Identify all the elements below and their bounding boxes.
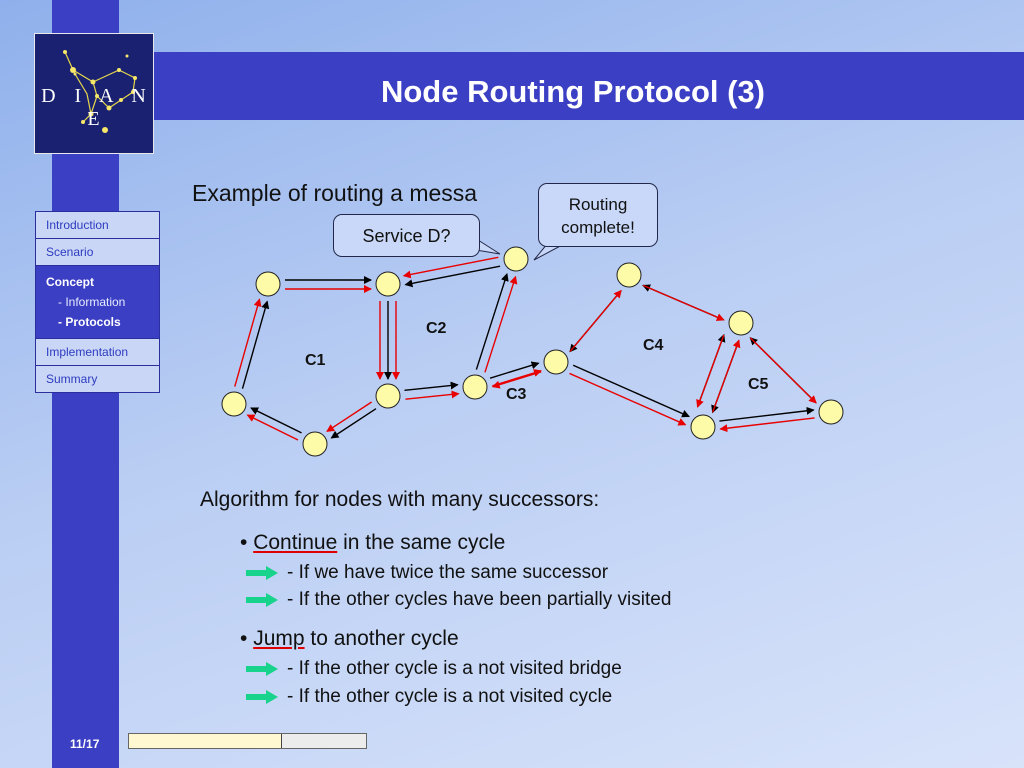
hop-arrow	[642, 284, 725, 321]
node-c5-right	[818, 399, 844, 425]
node-c2-bottom	[375, 383, 401, 409]
link-arrow	[330, 408, 377, 439]
right-arrow-icon	[246, 565, 278, 580]
link-arrow	[489, 361, 540, 379]
node-c5-bottom	[690, 414, 716, 440]
right-arrow-icon	[246, 592, 278, 607]
algorithm-title: Algorithm for nodes with many successors…	[200, 488, 600, 511]
hop-arrow	[234, 298, 262, 387]
link-arrow	[475, 273, 509, 370]
nav-item-concept[interactable]: Concept - Information - Protocols	[36, 266, 159, 339]
cycle-label-c2: C2	[426, 320, 447, 337]
section-nav: Introduction Scenario Concept - Informat…	[35, 211, 160, 393]
bullet-marker: •	[240, 627, 248, 650]
node-target	[503, 246, 529, 272]
hop-arrow	[569, 372, 687, 426]
hop-arrow	[492, 369, 542, 387]
rule-text: - If the other cycle is a not visited cy…	[287, 686, 613, 707]
nav-item-implementation[interactable]: Implementation	[36, 339, 159, 366]
hop-arrow	[711, 339, 741, 413]
hop-arrow	[569, 289, 622, 352]
link-arrow	[404, 265, 501, 288]
slide-progress-bar	[128, 733, 367, 749]
hop-arrow	[749, 337, 817, 404]
bullet-text: in the same cycle	[337, 531, 506, 554]
node-c2-top	[375, 271, 401, 297]
hop-arrow	[405, 390, 460, 400]
hop-arrow	[326, 401, 372, 432]
page-number: 11/17	[70, 737, 100, 751]
hop-arrow	[491, 371, 542, 389]
logo-text: D I A N E	[41, 85, 153, 130]
title-band	[52, 52, 1024, 120]
bullet-jump: • Jump to another cycle	[240, 627, 459, 651]
nav-item-scenario[interactable]: Scenario	[36, 239, 159, 266]
rule-text: - If the other cycles have been partiall…	[287, 589, 672, 610]
bullet-keyword: Jump	[253, 627, 305, 650]
bullet-text: to another cycle	[304, 627, 459, 650]
node-c3-right	[543, 349, 569, 375]
right-arrow-icon	[246, 661, 278, 676]
link-arrow	[250, 407, 302, 434]
hop-arrow	[696, 334, 725, 408]
node-group	[221, 246, 844, 457]
node-c1-left	[221, 391, 247, 417]
link-arrow	[719, 406, 815, 422]
node-c5-top	[728, 310, 754, 336]
rule-item: - If we have twice the same successor	[246, 562, 608, 584]
link-arrow	[404, 381, 459, 391]
bullet-keyword: Continue	[253, 531, 338, 554]
rule-item: - If the other cycle is a not visited br…	[246, 658, 622, 680]
example-heading: Example of routing a messa	[192, 180, 478, 206]
nav-subitem-information[interactable]: - Information	[58, 295, 126, 309]
rule-item: - If the other cycle is a not visited cy…	[246, 686, 612, 708]
rule-text: - If we have twice the same successor	[287, 562, 609, 583]
link-arrow	[572, 364, 690, 418]
routing-complete-callout: Routing complete!	[538, 183, 658, 247]
routing-callout-line1: Routing	[568, 195, 628, 214]
hop-arrow	[402, 256, 499, 279]
slide-title: Node Routing Protocol (3)	[380, 74, 766, 109]
cycle-label-c3: C3	[506, 386, 527, 403]
cycle-label-c1: C1	[305, 352, 326, 369]
rule-item: - If the other cycles have been partiall…	[246, 589, 671, 611]
hop-arrow	[484, 275, 518, 373]
nav-item-summary[interactable]: Summary	[36, 366, 159, 392]
right-arrow-icon	[246, 689, 278, 704]
link-arrow	[241, 300, 270, 389]
nav-subitem-protocols[interactable]: - Protocols	[58, 315, 121, 329]
node-c4-top	[616, 262, 642, 288]
node-c3-left	[462, 374, 488, 400]
routing-callout-line2: complete!	[561, 218, 635, 237]
nav-item-introduction[interactable]: Introduction	[36, 212, 159, 239]
diane-logo: D I A N E	[34, 33, 154, 154]
cycle-label-c5: C5	[748, 376, 769, 393]
nav-item-concept-label: Concept	[46, 275, 94, 289]
link-arrows	[234, 256, 817, 441]
rule-text: - If the other cycle is a not visited br…	[287, 658, 622, 679]
bullet-marker: •	[240, 531, 248, 554]
node-c1-top	[255, 271, 281, 297]
cycle-label-c4: C4	[643, 337, 664, 354]
constellation-icon	[63, 50, 137, 133]
hop-arrow	[719, 417, 815, 433]
service-callout: Service D?	[333, 214, 480, 257]
hop-arrow	[246, 414, 299, 441]
bullet-continue: • Continue in the same cycle	[240, 531, 505, 555]
slide-progress-fill	[129, 734, 283, 748]
node-c1-bottom	[302, 431, 328, 457]
